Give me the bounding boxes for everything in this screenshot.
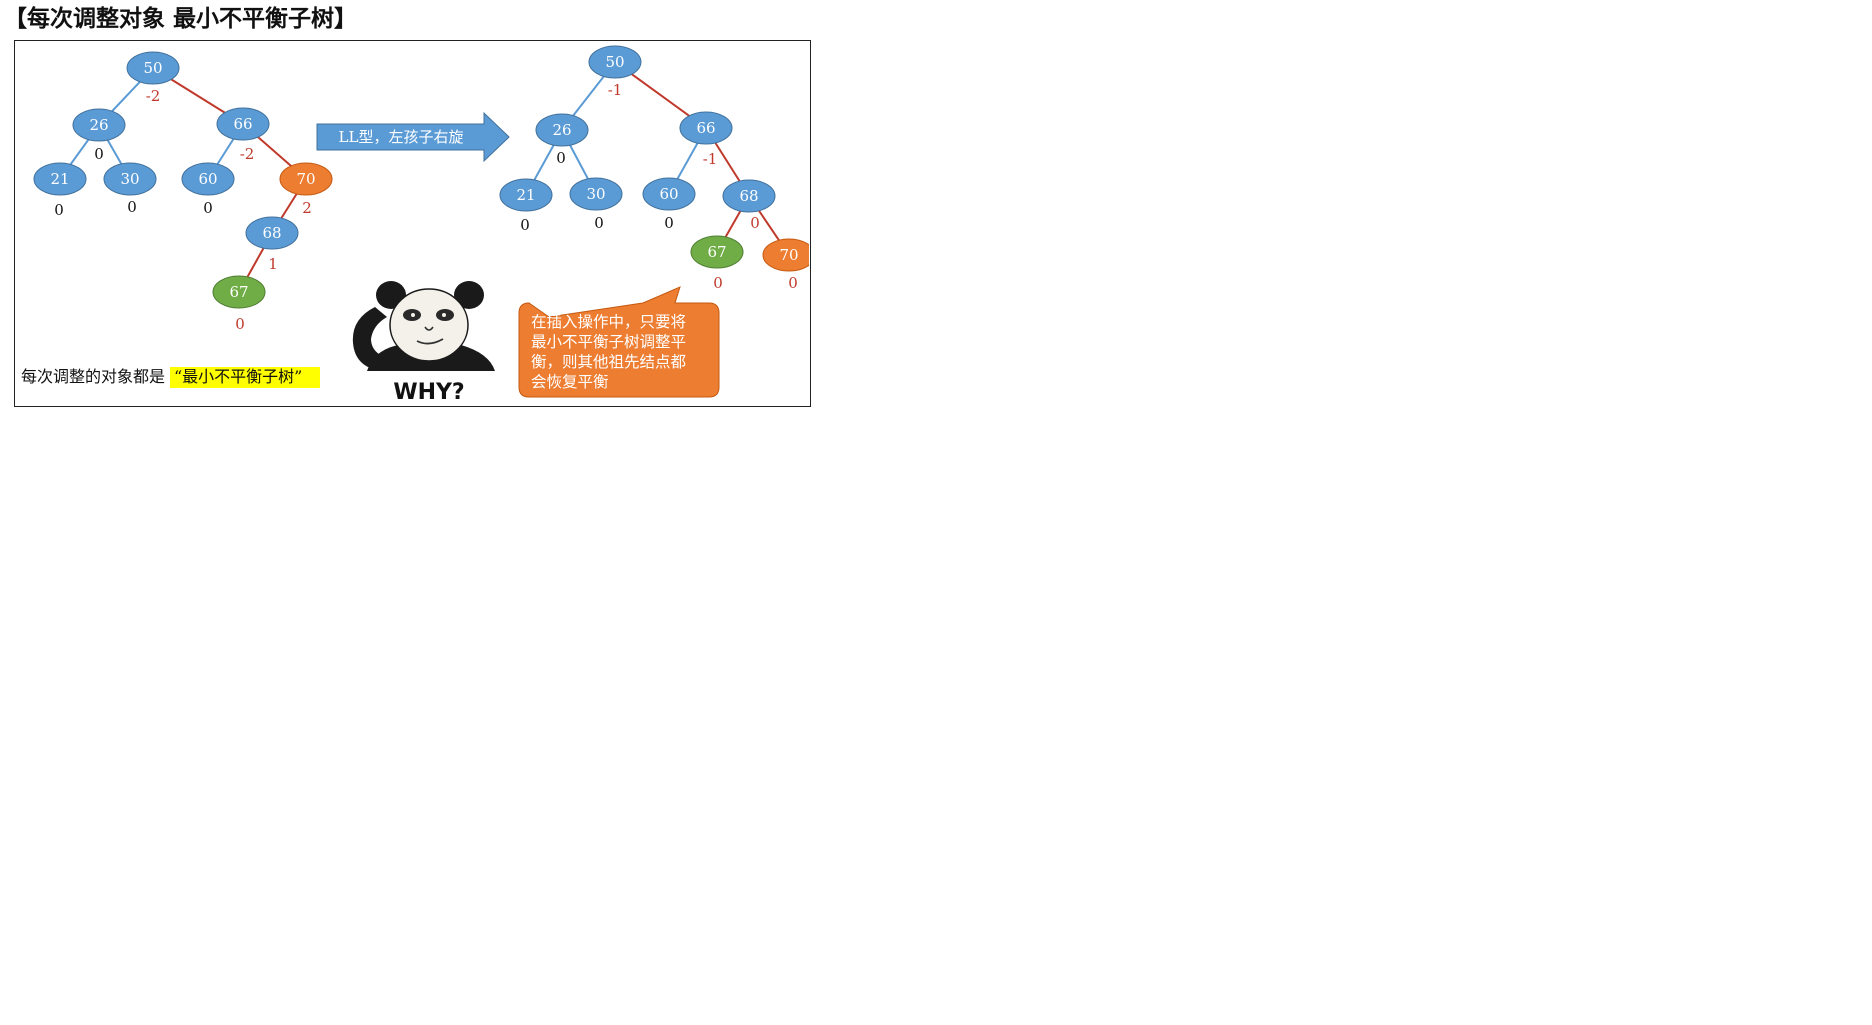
after-balance-factor-60: 0 xyxy=(664,214,674,232)
after-node-shape-68 xyxy=(722,179,776,213)
before-node-shape-70 xyxy=(279,162,333,196)
before-balance-factor-60: 0 xyxy=(203,199,213,217)
after-node-shape-50 xyxy=(588,45,642,79)
before-node-shape-68 xyxy=(245,216,299,250)
speech-bubble: 在插入操作中，只要将 最小不平衡子树调整平 衡，则其他祖先结点都 会恢复平衡 xyxy=(518,286,720,398)
after-node-30: 30 xyxy=(569,177,623,211)
before-node-label-68: 68 xyxy=(262,224,281,242)
caption: 每次调整的对象都是 “最小不平衡子树” xyxy=(21,367,320,388)
after-node-label-66: 66 xyxy=(696,119,715,137)
after-balance-factor-26: 0 xyxy=(556,149,566,167)
before-node-label-50: 50 xyxy=(143,59,162,77)
before-node-30: 30 xyxy=(103,162,157,196)
after-node-label-26: 26 xyxy=(552,121,571,139)
after-balance-factor-68: 0 xyxy=(750,214,760,232)
before-node-label-60: 60 xyxy=(198,170,217,188)
before-node-66: 66 xyxy=(216,107,270,141)
after-node-67: 67 xyxy=(690,235,744,269)
after-node-label-70: 70 xyxy=(779,246,798,264)
after-balance-factor-21: 0 xyxy=(520,216,530,234)
before-balance-factor-67: 0 xyxy=(235,315,245,333)
after-node-label-30: 30 xyxy=(586,185,605,203)
after-node-label-68: 68 xyxy=(739,187,758,205)
page-title: 【每次调整对象 最小不平衡子树】 xyxy=(4,6,358,32)
before-node-shape-30 xyxy=(103,162,157,196)
after-node-60: 60 xyxy=(642,177,696,211)
before-node-26: 26 xyxy=(72,108,126,142)
after-node-50: 50 xyxy=(588,45,642,79)
after-balance-factor-50: -1 xyxy=(608,81,623,99)
before-node-50: 50 xyxy=(126,51,180,85)
after-balance-factor-67: 0 xyxy=(713,274,723,292)
after-node-shape-30 xyxy=(569,177,623,211)
bubble-line-2: 最小不平衡子树调整平 xyxy=(531,333,686,351)
before-node-shape-21 xyxy=(33,162,87,196)
after-node-shape-66 xyxy=(679,111,733,145)
before-balance-factor-50: -2 xyxy=(146,87,161,105)
before-node-shape-66 xyxy=(216,107,270,141)
before-balance-factor-30: 0 xyxy=(127,198,137,216)
after-node-21: 21 xyxy=(499,178,553,212)
before-node-label-21: 21 xyxy=(50,170,69,188)
caption-prefix: 每次调整的对象都是 xyxy=(21,367,165,386)
edges-layer xyxy=(59,61,790,293)
after-balance-factor-66: -1 xyxy=(703,150,718,168)
after-node-shape-21 xyxy=(499,178,553,212)
before-node-label-66: 66 xyxy=(233,115,252,133)
before-node-68: 68 xyxy=(245,216,299,250)
before-node-shape-60 xyxy=(181,162,235,196)
after-node-shape-26 xyxy=(535,113,589,147)
before-node-shape-50 xyxy=(126,51,180,85)
panda-meme-image: WHY? xyxy=(352,281,495,405)
rotation-type-label: LL型，左孩子右旋 xyxy=(339,128,464,146)
before-node-label-70: 70 xyxy=(296,170,315,188)
rotation-arrow: LL型，左孩子右旋 xyxy=(316,111,510,163)
caption-highlight: “最小不平衡子树” xyxy=(174,367,302,386)
after-node-label-50: 50 xyxy=(605,53,624,71)
before-node-label-30: 30 xyxy=(120,170,139,188)
after-node-label-60: 60 xyxy=(659,185,678,203)
caption-highlight-background xyxy=(170,367,320,388)
after-balance-factor-70: 0 xyxy=(788,274,798,292)
after-balance-factor-30: 0 xyxy=(594,214,604,232)
before-balance-factor-21: 0 xyxy=(54,201,64,219)
before-node-21: 21 xyxy=(33,162,87,196)
before-balance-factor-68: 1 xyxy=(268,255,278,273)
bubble-line-3: 衡，则其他祖先结点都 xyxy=(531,353,686,371)
after-node-26: 26 xyxy=(535,113,589,147)
after-node-shape-70 xyxy=(762,238,809,272)
after-node-68: 68 xyxy=(722,179,776,213)
before-balance-factor-26: 0 xyxy=(94,145,104,163)
bubble-line-4: 会恢复平衡 xyxy=(531,373,609,391)
after-node-70: 70 xyxy=(762,238,809,272)
after-node-66: 66 xyxy=(679,111,733,145)
right-arrow-icon xyxy=(316,111,510,163)
after-node-shape-67 xyxy=(690,235,744,269)
before-balance-factor-66: -2 xyxy=(240,145,255,163)
before-node-label-26: 26 xyxy=(89,116,108,134)
after-node-label-21: 21 xyxy=(516,186,535,204)
before-node-67: 67 xyxy=(212,275,266,309)
why-label: WHY? xyxy=(393,380,464,405)
speech-bubble-shape xyxy=(518,286,720,398)
before-node-label-67: 67 xyxy=(229,283,248,301)
before-node-shape-26 xyxy=(72,108,126,142)
after-node-label-67: 67 xyxy=(707,243,726,261)
after-node-shape-60 xyxy=(642,177,696,211)
bubble-line-1: 在插入操作中，只要将 xyxy=(531,313,686,331)
before-node-70: 70 xyxy=(279,162,333,196)
before-node-shape-67 xyxy=(212,275,266,309)
before-balance-factor-70: 2 xyxy=(302,199,312,217)
before-node-60: 60 xyxy=(181,162,235,196)
